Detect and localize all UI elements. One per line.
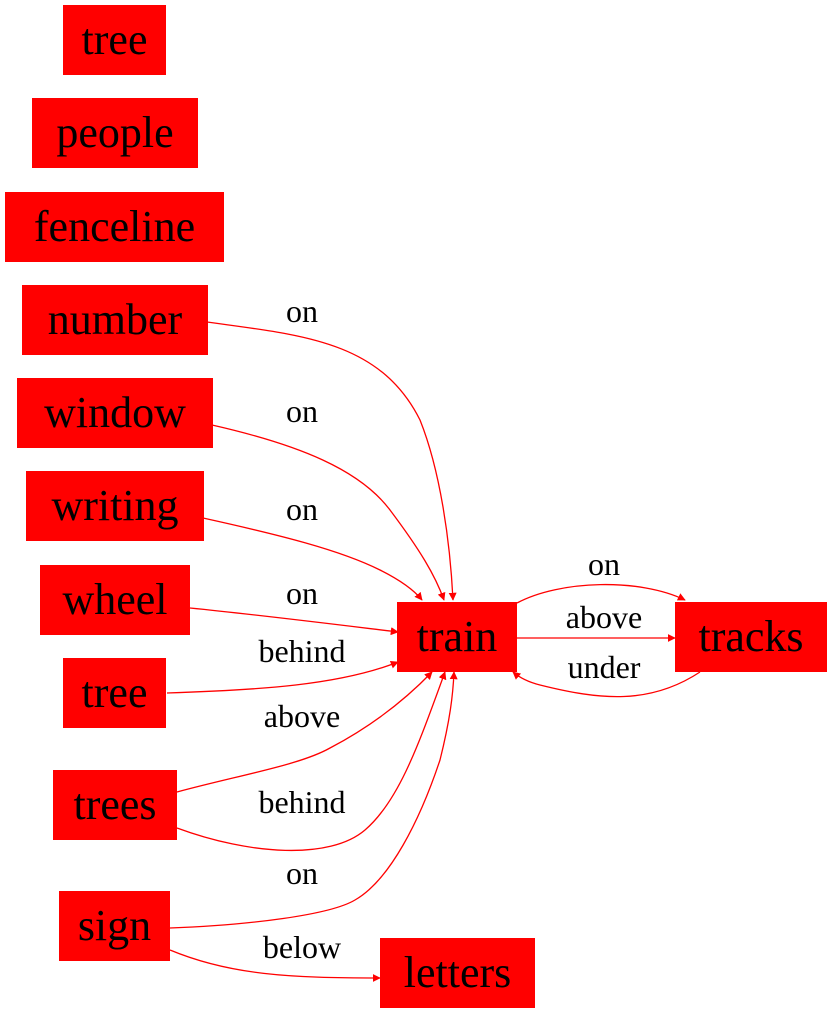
node-label-window: window <box>44 388 186 437</box>
edge-label-trees-train-above: above <box>264 698 340 734</box>
edge-sign-letters <box>169 949 381 982</box>
edge-trees-train-behind <box>176 671 447 852</box>
node-letters: letters <box>380 938 535 1008</box>
node-tree-top: tree <box>63 5 166 75</box>
edge-train-tracks-on <box>516 583 686 604</box>
node-label-number: number <box>48 295 183 344</box>
edge-label-window-train: on <box>286 393 318 429</box>
edge-label-train-tracks-above: above <box>566 599 642 635</box>
edge-number-train <box>206 321 457 601</box>
node-label-trees: trees <box>73 780 156 829</box>
nodes: tree people fenceline number window writ… <box>5 5 827 1008</box>
edge-label-train-tracks-on: on <box>588 546 620 582</box>
node-label-letters: letters <box>404 948 512 997</box>
node-fenceline: fenceline <box>5 192 224 262</box>
node-trees: trees <box>53 770 177 840</box>
node-label-tree: tree <box>82 668 148 717</box>
node-label-writing: writing <box>51 481 178 530</box>
node-tree: tree <box>63 658 166 728</box>
edge-labels: on on on on behind above behind on below… <box>258 293 642 965</box>
node-label-sign: sign <box>78 901 151 950</box>
edge-wheel-train <box>189 607 399 636</box>
edge-label-sign-train: on <box>286 855 318 891</box>
edge-tree-train <box>166 660 399 694</box>
edges <box>166 321 701 982</box>
edge-trees-train-above <box>176 671 433 793</box>
edge-label-tracks-train-under: under <box>568 649 641 685</box>
edge-label-tree-train: behind <box>258 633 345 669</box>
node-tracks: tracks <box>675 602 827 672</box>
edge-label-wheel-train: on <box>286 575 318 611</box>
node-window: window <box>17 378 213 448</box>
edge-tracks-train-under <box>512 671 701 698</box>
node-number: number <box>22 285 208 355</box>
edge-label-number-train: on <box>286 293 318 329</box>
node-sign: sign <box>59 891 170 961</box>
node-wheel: wheel <box>40 565 190 635</box>
node-label-fenceline: fenceline <box>34 202 195 251</box>
node-label-tree-top: tree <box>82 15 148 64</box>
node-label-people: people <box>56 108 173 157</box>
edge-label-trees-train-behind: behind <box>258 784 345 820</box>
node-label-train: train <box>417 612 498 661</box>
node-writing: writing <box>26 471 204 541</box>
edge-sign-train <box>169 671 458 929</box>
node-people: people <box>32 98 198 168</box>
node-label-tracks: tracks <box>698 612 803 661</box>
edge-label-writing-train: on <box>286 491 318 527</box>
edge-window-train <box>211 424 446 601</box>
edge-writing-train <box>202 517 423 601</box>
node-train: train <box>397 602 517 672</box>
node-label-wheel: wheel <box>62 575 167 624</box>
edge-label-sign-letters: below <box>263 929 341 965</box>
